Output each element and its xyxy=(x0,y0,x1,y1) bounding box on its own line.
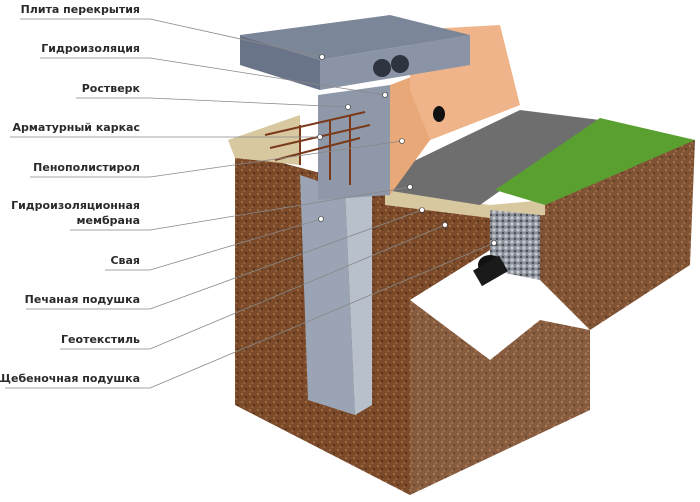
slab-front xyxy=(240,35,320,90)
pile xyxy=(300,175,355,415)
label-geotextile: Геотекстиль xyxy=(61,333,140,346)
soil-side-low xyxy=(410,300,590,495)
label-pile: Свая xyxy=(110,254,140,267)
grillage xyxy=(318,85,390,200)
label-eps: Пенополистирол xyxy=(33,161,140,174)
leader-lines xyxy=(5,18,495,389)
label-membrane-line2: мембрана xyxy=(76,214,140,227)
label-slab: Плита перекрытия xyxy=(20,3,140,16)
sand-top xyxy=(228,115,300,165)
sand-layer xyxy=(385,190,545,218)
label-rebar-cage: Арматурный каркас xyxy=(12,121,140,134)
leader-dots xyxy=(317,54,497,246)
label-grillage: Ростверк xyxy=(81,82,140,95)
pile-side xyxy=(345,182,372,415)
label-gravel-cushion: Щебеночная подушка xyxy=(0,372,140,385)
label-waterproofing: Гидроизоляция xyxy=(41,42,140,55)
asphalt xyxy=(385,110,600,205)
label-membrane-line1: Гидроизоляционная xyxy=(11,199,140,212)
label-sand-cushion: Печаная подушка xyxy=(24,293,140,306)
slab-top xyxy=(240,15,470,60)
grass xyxy=(495,118,695,205)
